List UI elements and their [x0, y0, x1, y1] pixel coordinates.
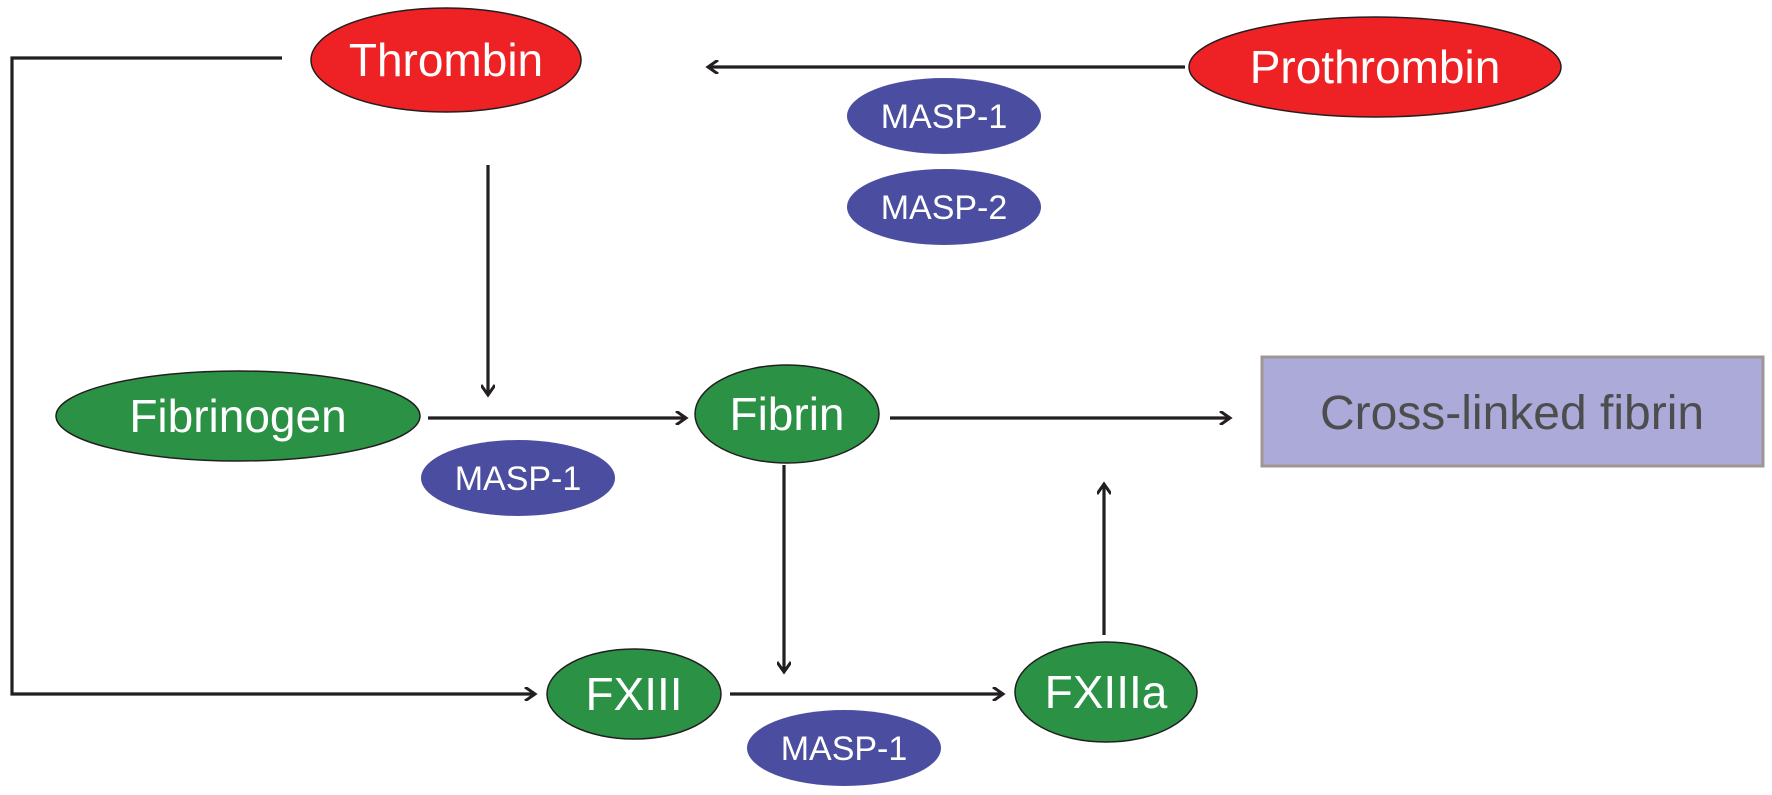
prothrombin-node: Prothrombin: [1188, 16, 1562, 118]
cross-linked-fibrin-label: Cross-linked fibrin: [1320, 387, 1704, 440]
masp-1-label: MASP-1: [781, 730, 908, 768]
fibrin-ellipse: [694, 364, 880, 464]
fibrinogen-node: Fibrinogen: [55, 370, 421, 462]
masp-fibrinogen-group: MASP-1: [421, 440, 615, 516]
fibrinogen-ellipse: [55, 370, 421, 462]
masp-fxiii-group: MASP-1: [747, 710, 941, 786]
arrows: [10, 56, 1230, 694]
fxiii-label: FXIII: [585, 668, 682, 720]
fxiiia-ellipse: [1014, 641, 1198, 743]
thrombin-node: Thrombin: [310, 7, 582, 113]
prothrombin-ellipse: [1188, 16, 1562, 118]
thrombin-ellipse: [310, 7, 582, 113]
masp-2-label: MASP-2: [881, 189, 1008, 227]
masp-1-label: MASP-1: [881, 98, 1008, 136]
cross-linked-fibrin-box: [1260, 355, 1765, 468]
masp-1-badge: [847, 78, 1041, 154]
fibrin-node: Fibrin: [694, 364, 880, 464]
fibrin-label: Fibrin: [729, 388, 844, 440]
masp-2-badge: [847, 169, 1041, 245]
fxiii-ellipse: [546, 648, 722, 740]
fxiiia-label: FXIIIa: [1045, 666, 1168, 718]
prothrombin-label: Prothrombin: [1250, 41, 1501, 93]
masp-1-label: MASP-1: [455, 460, 582, 498]
cross-linked-fibrin-node: Cross-linked fibrin: [1260, 355, 1765, 468]
masp-1-badge: [421, 440, 615, 516]
masp-prothrombin-group: MASP-1 MASP-2: [847, 78, 1041, 245]
arrow-thrombin-to-fxiii: [10, 56, 535, 694]
fibrinogen-label: Fibrinogen: [129, 390, 346, 442]
masp-1-badge: [747, 710, 941, 786]
fxiii-node: FXIII: [546, 648, 722, 740]
fxiiia-node: FXIIIa: [1014, 641, 1198, 743]
thrombin-label: Thrombin: [349, 34, 543, 86]
